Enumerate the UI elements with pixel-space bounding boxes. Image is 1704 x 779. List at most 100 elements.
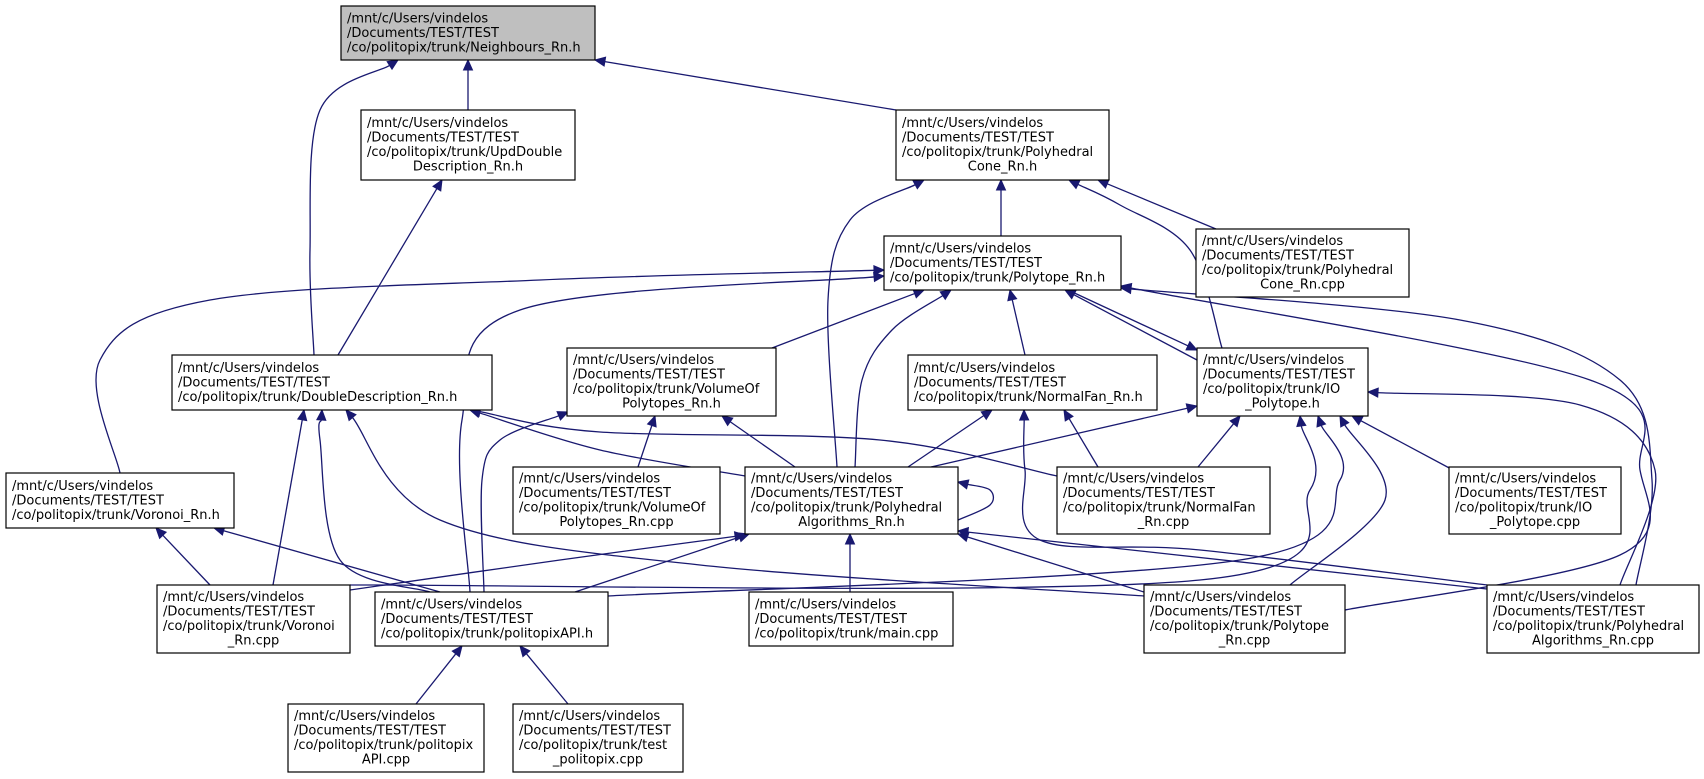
node-label-line: /co/politopix/trunk/politopix: [294, 738, 473, 753]
node-label-line: /co/politopix/trunk/Neighbours_Rn.h: [347, 40, 581, 55]
node-doubledesc-h[interactable]: /mnt/c/Users/vindelos/Documents/TEST/TES…: [171, 354, 493, 411]
arrowhead-icon: [1007, 288, 1018, 302]
edge-line: [957, 483, 995, 521]
node-polycone-cpp[interactable]: /mnt/c/Users/vindelos/Documents/TEST/TES…: [1195, 228, 1410, 298]
edge-politopixapi_h-to-volumeof_h: [480, 411, 570, 593]
edge-polyalg_cpp-to-io_polytope_h: [1366, 387, 1657, 586]
edge-voronoi_cpp-to-voronoi_h: [155, 527, 211, 586]
node-normalfan-h[interactable]: /mnt/c/Users/vindelos/Documents/TEST/TES…: [907, 354, 1158, 411]
edge-polytope_cpp-to-io_polytope_h: [1289, 414, 1387, 586]
edge-line: [480, 415, 560, 593]
edge-polytope_cpp-to-doubledesc_h: [345, 409, 1145, 597]
arrowhead-icon: [1067, 179, 1081, 190]
node-box: [1056, 466, 1271, 535]
edge-polyalg_h-to-io_polytope_h: [930, 403, 1199, 468]
node-label-line: /mnt/c/Users/vindelos: [573, 353, 714, 368]
arrowhead-icon: [462, 58, 474, 71]
arrowhead-icon: [1296, 414, 1307, 428]
edge-politopixapi_h-to-doubledesc_h: [316, 408, 431, 593]
edge-line: [1021, 419, 1488, 586]
node-main-cpp[interactable]: /mnt/c/Users/vindelos/Documents/TEST/TES…: [748, 591, 954, 647]
edge-polyalg_h-to-polycone_h: [827, 179, 926, 468]
arrowhead-icon: [844, 532, 856, 545]
node-polytope-cpp[interactable]: /mnt/c/Users/vindelos/Documents/TEST/TES…: [1143, 584, 1346, 654]
arrowhead-icon: [956, 526, 970, 538]
node-polycone-h[interactable]: /mnt/c/Users/vindelos/Documents/TEST/TES…: [895, 109, 1110, 181]
node-label-line: /co/politopix/trunk/NormalFan: [1063, 501, 1256, 516]
node-box: [1486, 584, 1700, 654]
node-box: [5, 472, 235, 529]
edge-line: [967, 536, 1145, 593]
node-label-line: /Documents/TEST/TEST: [890, 256, 1042, 271]
arrowhead-icon: [980, 409, 994, 421]
node-label-line: /Documents/TEST/TEST: [178, 375, 330, 390]
node-label-line: /mnt/c/Users/vindelos: [294, 709, 435, 724]
edge-line: [309, 64, 390, 356]
node-box: [1143, 584, 1346, 654]
node-label-line: _Rn.cpp: [1218, 634, 1271, 649]
edge-polyalg_h-to-normalfan_h: [907, 409, 994, 468]
node-volumeof-cpp[interactable]: /mnt/c/Users/vindelos/Documents/TEST/TES…: [512, 466, 721, 535]
node-label-line: /Documents/TEST/TEST: [1202, 249, 1354, 264]
edge-line: [930, 407, 1188, 468]
node-upddouble-h[interactable]: /mnt/c/Users/vindelos/Documents/TEST/TES…: [360, 109, 576, 181]
edge-voronoi_h-to-polytope_h: [95, 265, 886, 474]
edge-line: [1130, 288, 1653, 586]
node-io-polytope-cpp[interactable]: /mnt/c/Users/vindelos/Documents/TEST/TES…: [1448, 466, 1622, 535]
node-box: [374, 591, 609, 647]
arrowhead-icon: [432, 178, 443, 192]
node-polytope-h[interactable]: /mnt/c/Users/vindelos/Documents/TEST/TES…: [883, 235, 1122, 291]
node-voronoi-cpp[interactable]: /mnt/c/Users/vindelos/Documents/TEST/TES…: [156, 584, 351, 654]
edge-doubledesc_h-to-upddouble_h: [337, 178, 443, 356]
arrowhead-icon: [1229, 415, 1241, 428]
node-io-polytope-h[interactable]: /mnt/c/Users/vindelos/Documents/TEST/TES…: [1196, 347, 1369, 417]
arrowhead-icon: [296, 408, 308, 422]
node-label-line: /co/politopix/trunk/Polyhedral: [902, 145, 1093, 160]
edge-politopixapi_h-to-polytope_h: [458, 271, 886, 593]
edge-line: [349, 535, 736, 591]
arrowhead-icon: [873, 265, 886, 276]
node-label-line: /mnt/c/Users/vindelos: [163, 590, 304, 605]
node-label-line: /co/politopix/trunk/DoubleDescription_Rn…: [178, 390, 457, 405]
node-box: [895, 109, 1110, 181]
arrowhead-icon: [721, 415, 734, 427]
edge-voronoi_cpp-to-doubledesc_h: [272, 408, 308, 586]
node-voronoi-h[interactable]: /mnt/c/Users/vindelos/Documents/TEST/TES…: [5, 472, 235, 529]
edge-io_polytope_h-to-polytope_h: [1063, 289, 1198, 361]
arrowhead-icon: [956, 479, 970, 490]
node-label-line: /Documents/TEST/TEST: [1150, 605, 1302, 620]
nodes-layer: /mnt/c/Users/vindelos/Documents/TEST/TES…: [5, 5, 1700, 773]
edge-upddouble_h-to-neighbours_h: [462, 58, 474, 110]
edge-line: [1377, 391, 1657, 586]
edge-polyalg_h-to-polyalg_h: [956, 479, 995, 521]
node-polyalg-h[interactable]: /mnt/c/Users/vindelos/Documents/TEST/TES…: [744, 466, 959, 535]
node-label-line: /co/politopix/trunk/Polyhedral: [1202, 263, 1393, 278]
node-polyalg-cpp[interactable]: /mnt/c/Users/vindelos/Documents/TEST/TES…: [1486, 584, 1700, 654]
edge-polytope_cpp-to-polytope_h: [1119, 282, 1651, 611]
node-label-line: Polytopes_Rn.cpp: [559, 515, 673, 530]
edge-line: [1077, 183, 1223, 349]
edge-line: [95, 269, 875, 474]
node-politopixapi-h[interactable]: /mnt/c/Users/vindelos/Documents/TEST/TES…: [374, 591, 609, 647]
node-label-line: /co/politopix/trunk/Polyhedral: [1493, 619, 1684, 634]
arrowhead-icon: [519, 645, 531, 658]
edge-line: [1106, 183, 1217, 230]
node-label-line: /co/politopix/trunk/Polyhedral: [751, 501, 942, 516]
arrowhead-icon: [1018, 408, 1030, 421]
edge-line: [415, 653, 457, 705]
node-politopixapi-cpp[interactable]: /mnt/c/Users/vindelos/Documents/TEST/TES…: [287, 703, 485, 773]
node-normalfan-cpp[interactable]: /mnt/c/Users/vindelos/Documents/TEST/TES…: [1056, 466, 1271, 535]
arrowhead-icon: [912, 288, 926, 299]
edge-line: [525, 653, 569, 705]
node-label-line: Cone_Rn.cpp: [1260, 278, 1345, 293]
node-test-politopix-cpp[interactable]: /mnt/c/Users/vindelos/Documents/TEST/TES…: [512, 703, 684, 773]
node-box: [287, 703, 485, 773]
node-label-line: /mnt/c/Users/vindelos: [1063, 472, 1204, 487]
edge-line: [607, 425, 1345, 597]
node-neighbours-h[interactable]: /mnt/c/Users/vindelos/Documents/TEST/TES…: [340, 5, 596, 61]
arrowhead-icon: [939, 289, 953, 301]
node-volumeof-h[interactable]: /mnt/c/Users/vindelos/Documents/TEST/TES…: [566, 347, 777, 417]
node-box: [340, 5, 596, 61]
node-label-line: /co/politopix/trunk/main.cpp: [755, 626, 938, 641]
